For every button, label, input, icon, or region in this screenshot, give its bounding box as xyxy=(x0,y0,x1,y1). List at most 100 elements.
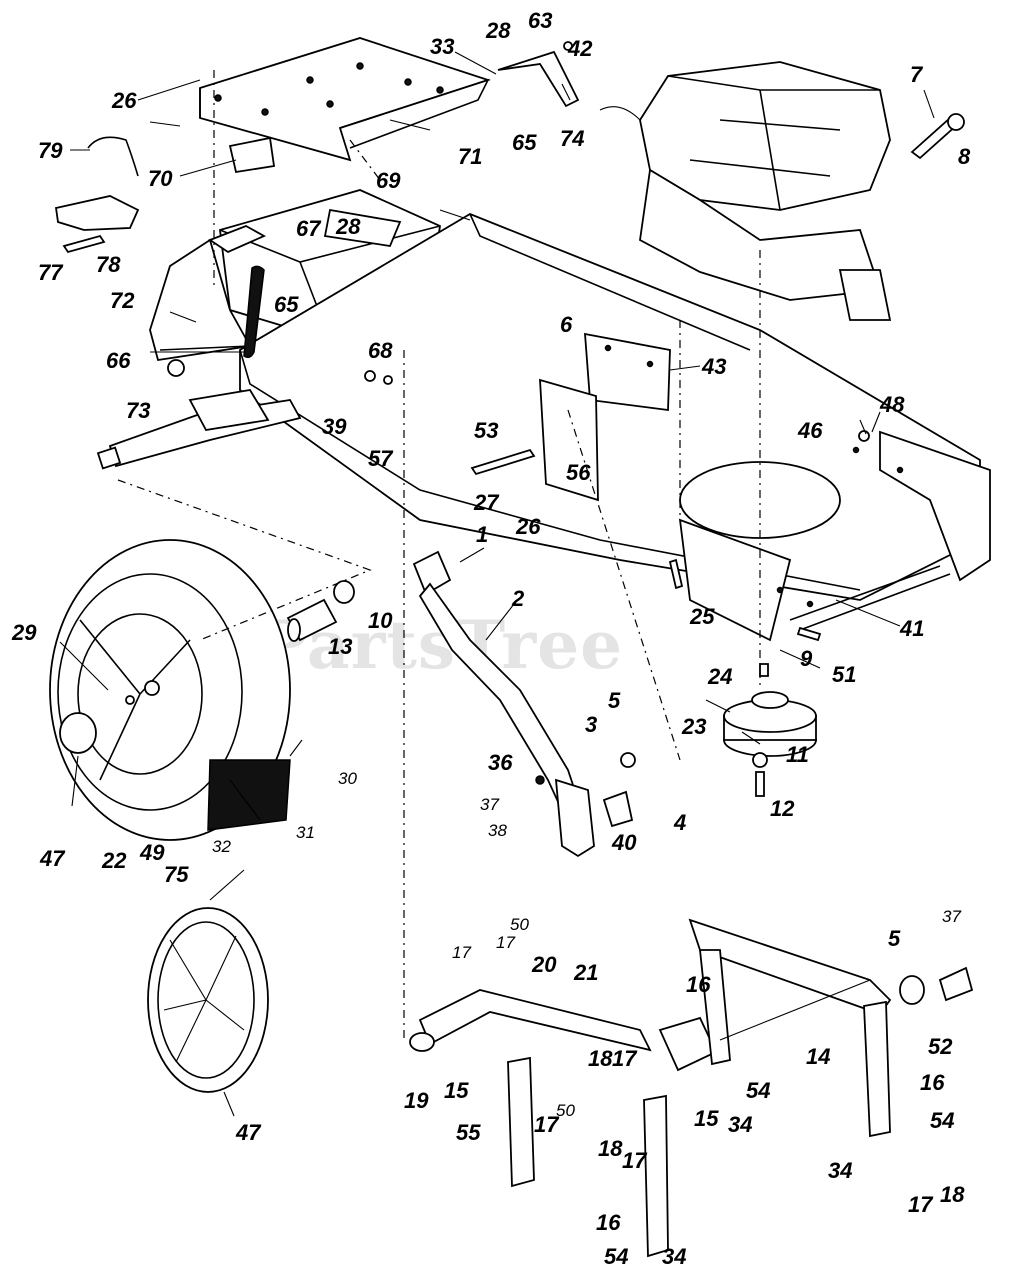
callout-50-a: 50 xyxy=(510,915,529,934)
callout-28-tank: 28 xyxy=(335,214,361,239)
callout-75: 75 xyxy=(164,862,189,887)
callout-52: 52 xyxy=(928,1034,953,1059)
callout-3: 3 xyxy=(585,712,597,737)
callout-38: 38 xyxy=(488,821,507,840)
leader-lines xyxy=(59,51,935,1117)
callout-17-d: 17 xyxy=(612,1046,638,1071)
callout-1: 1 xyxy=(476,522,488,547)
callout-32: 32 xyxy=(212,837,231,856)
callout-17-f: 17 xyxy=(908,1192,934,1217)
callout-42: 42 xyxy=(567,36,593,61)
callout-26-top: 26 xyxy=(111,88,137,113)
callout-27: 27 xyxy=(473,490,500,515)
wheel-cover-drawing xyxy=(147,907,269,1093)
callout-5-lever: 5 xyxy=(608,688,621,713)
callout-20: 20 xyxy=(531,952,557,977)
callout-24: 24 xyxy=(707,664,732,689)
callout-66: 66 xyxy=(106,348,131,373)
callout-36: 36 xyxy=(488,750,513,775)
callout-28-top: 28 xyxy=(485,18,511,43)
callout-16-right: 16 xyxy=(920,1070,945,1095)
callout-46: 46 xyxy=(797,418,823,443)
callout-55: 55 xyxy=(456,1120,481,1145)
callout-63: 63 xyxy=(528,8,552,33)
callout-47-cover: 47 xyxy=(235,1120,262,1145)
callout-13: 13 xyxy=(328,634,352,659)
callout-22: 22 xyxy=(101,848,127,873)
engine-pulley-drawing xyxy=(723,691,817,757)
callout-47-wheel: 47 xyxy=(39,846,66,871)
callout-17-b: 17 xyxy=(496,933,515,952)
callout-77: 77 xyxy=(38,260,64,285)
callout-29: 29 xyxy=(11,620,37,645)
callout-33: 33 xyxy=(430,34,454,59)
callout-15-left: 15 xyxy=(444,1078,469,1103)
callout-48: 48 xyxy=(879,392,905,417)
callout-7: 7 xyxy=(910,62,924,87)
callout-25: 25 xyxy=(689,604,715,629)
callout-72: 72 xyxy=(110,288,135,313)
callout-17-c: 17 xyxy=(534,1112,560,1137)
callout-65-tank: 65 xyxy=(274,292,299,317)
callout-16-top: 16 xyxy=(686,972,711,997)
callout-49: 49 xyxy=(139,840,165,865)
callout-17-a: 17 xyxy=(452,943,471,962)
callout-73: 73 xyxy=(126,398,150,423)
spacer-drawing xyxy=(286,580,355,642)
callout-50-b: 50 xyxy=(556,1101,575,1120)
callout-34-d: 34 xyxy=(662,1244,686,1269)
callout-54-b: 54 xyxy=(930,1108,954,1133)
callout-57: 57 xyxy=(368,446,394,471)
hardware-drawing xyxy=(54,41,965,797)
callout-17-e: 17 xyxy=(622,1148,648,1173)
callout-9: 9 xyxy=(800,646,813,671)
callout-54-a: 54 xyxy=(746,1078,770,1103)
deck-lift-linkage-drawing xyxy=(409,918,974,1258)
callout-18-b: 18 xyxy=(598,1136,623,1161)
assembly-guide-lines xyxy=(117,70,761,1040)
callout-34-b: 34 xyxy=(828,1158,852,1183)
callout-71: 71 xyxy=(458,144,482,169)
engine-drawing xyxy=(599,61,892,321)
callout-6: 6 xyxy=(560,312,573,337)
callout-labels: 1 2 3 4 5 5 6 7 8 9 10 11 12 13 14 15 15… xyxy=(11,8,971,1269)
callout-16-bottom: 16 xyxy=(596,1210,621,1235)
callout-15-right: 15 xyxy=(694,1106,719,1131)
callout-37-link: 37 xyxy=(942,907,961,926)
callout-37-lever: 37 xyxy=(480,795,499,814)
callout-10: 10 xyxy=(368,608,393,633)
lift-lever-drawing xyxy=(412,550,636,858)
callout-14: 14 xyxy=(806,1044,830,1069)
seat-plate-drawing xyxy=(199,37,491,162)
callout-67: 67 xyxy=(296,216,322,241)
callout-18-c: 18 xyxy=(940,1182,965,1207)
callout-4: 4 xyxy=(673,810,686,835)
callout-39: 39 xyxy=(322,414,347,439)
callout-18-a: 18 xyxy=(588,1046,613,1071)
callout-26-frame: 26 xyxy=(515,514,541,539)
callout-53: 53 xyxy=(474,418,498,443)
frame-drawing xyxy=(239,212,991,642)
callout-74: 74 xyxy=(560,126,584,151)
callout-78: 78 xyxy=(96,252,121,277)
callout-19: 19 xyxy=(404,1088,429,1113)
rear-wheel-drawing xyxy=(49,539,291,841)
callout-34-a: 34 xyxy=(728,1112,752,1137)
callout-12: 12 xyxy=(770,796,795,821)
callout-69: 69 xyxy=(376,168,401,193)
callout-5-link: 5 xyxy=(888,926,901,951)
callout-54-c: 54 xyxy=(604,1244,628,1269)
callout-11: 11 xyxy=(786,742,809,767)
callout-56: 56 xyxy=(566,460,591,485)
callout-8: 8 xyxy=(958,144,971,169)
callout-65-top: 65 xyxy=(512,130,537,155)
callout-40: 40 xyxy=(611,830,637,855)
callout-41: 41 xyxy=(899,616,924,641)
callout-2: 2 xyxy=(511,586,525,611)
callout-51: 51 xyxy=(832,662,856,687)
transaxle-drawing xyxy=(96,389,302,470)
callout-43: 43 xyxy=(701,354,726,379)
callout-21: 21 xyxy=(573,960,598,985)
callout-79: 79 xyxy=(38,138,63,163)
